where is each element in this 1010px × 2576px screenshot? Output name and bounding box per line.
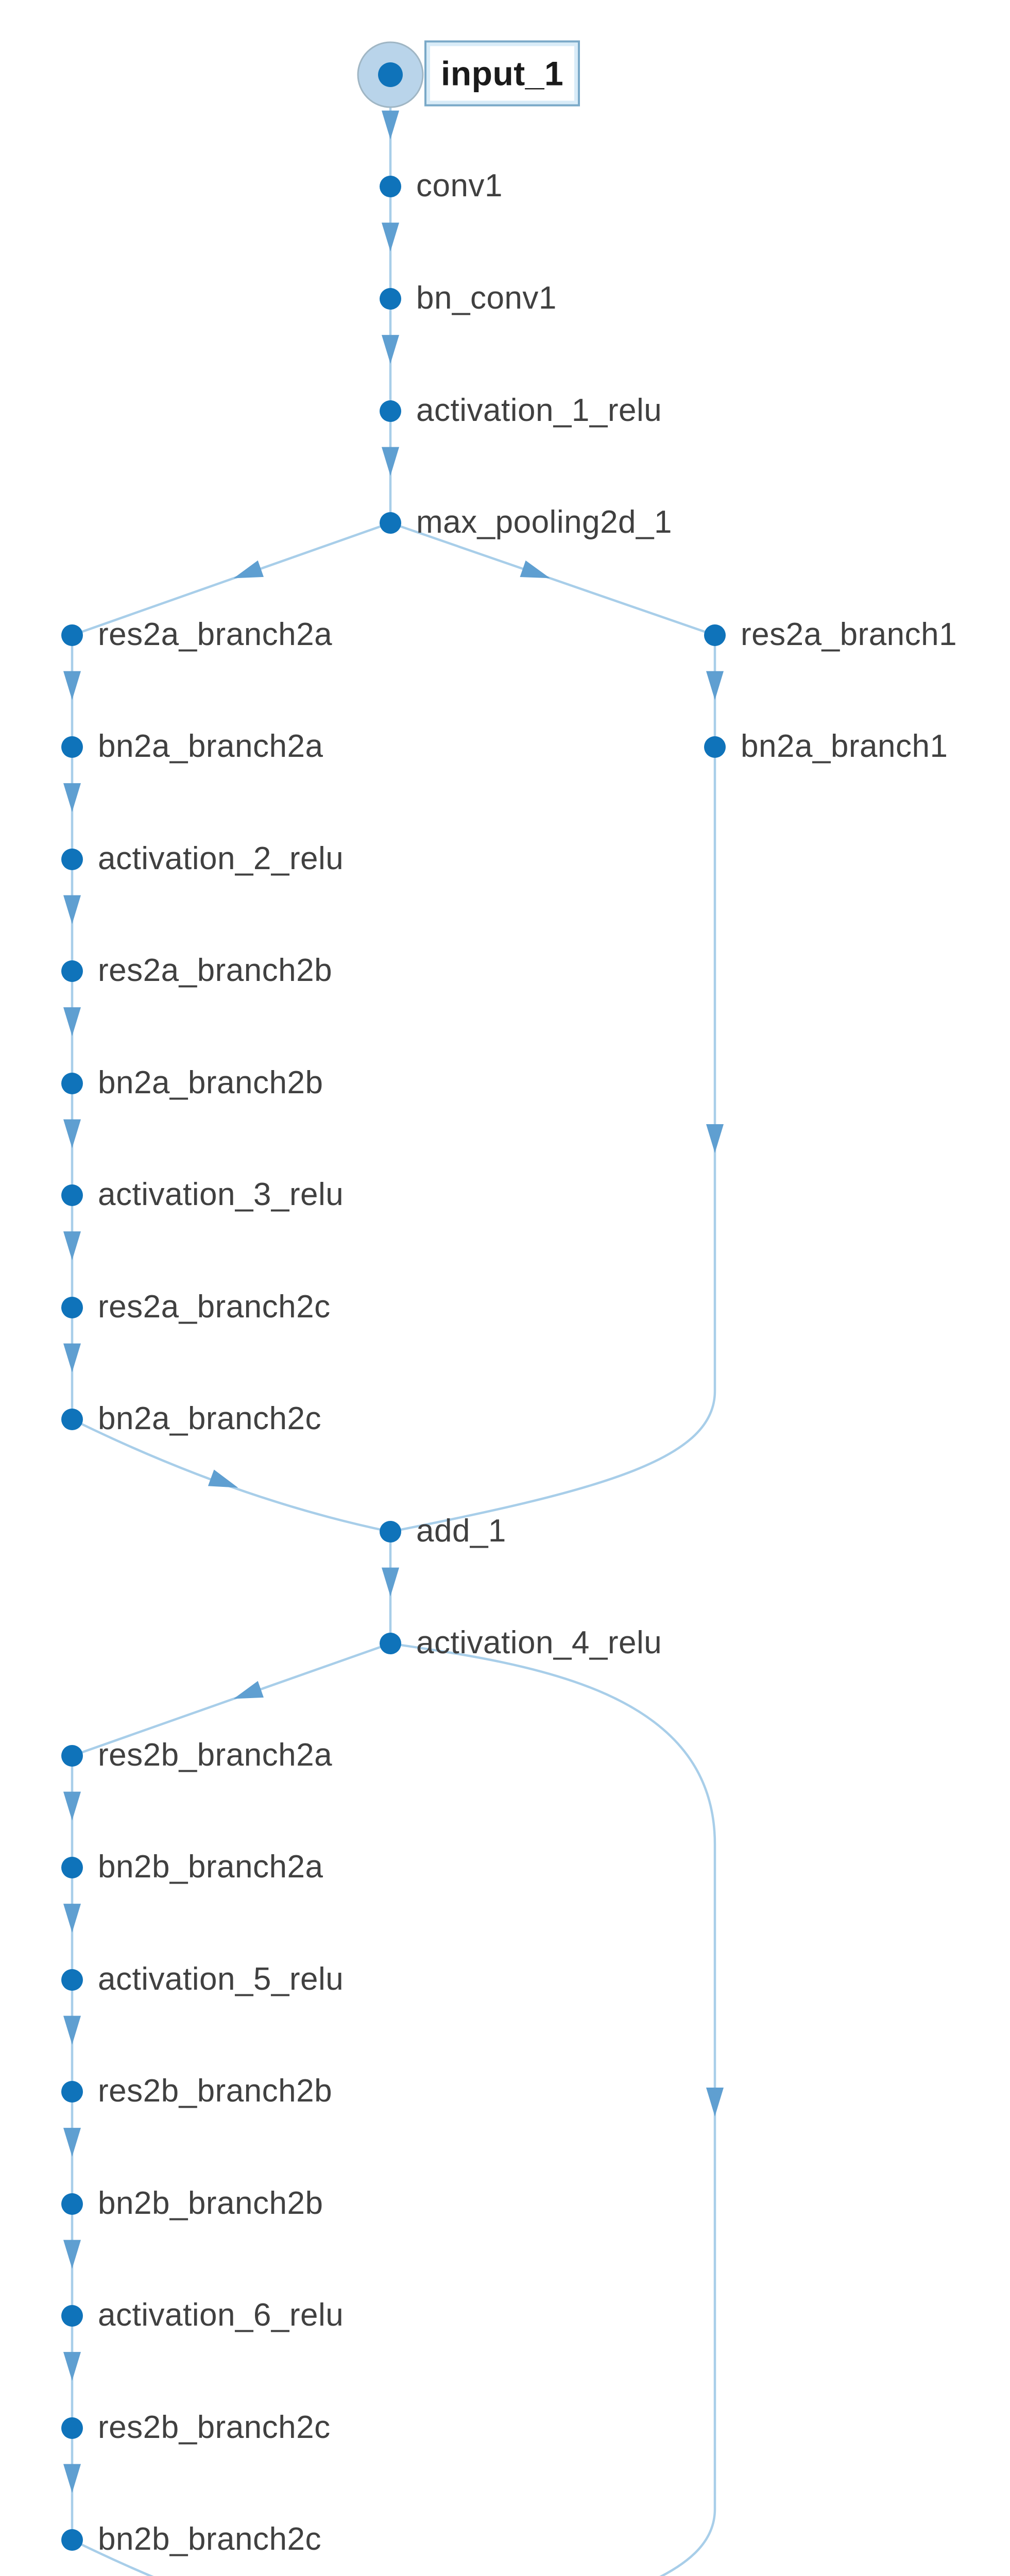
node-label-bn2a_branch1: bn2a_branch1: [741, 728, 948, 765]
arrowhead-icon: [63, 2128, 81, 2157]
arrowhead-icon: [63, 2352, 81, 2381]
arrowhead-icon: [63, 1119, 81, 1148]
node-bn2a_branch1[interactable]: [704, 736, 726, 758]
node-label-activation_4_relu: activation_4_relu: [416, 1625, 662, 1661]
node-activation_2_relu[interactable]: [61, 849, 83, 870]
arrowhead-icon: [382, 447, 399, 476]
node-label-bn2b_branch2b: bn2b_branch2b: [98, 2185, 323, 2222]
node-label-bn2a_branch2a: bn2a_branch2a: [98, 728, 323, 765]
node-res2b_branch2b[interactable]: [61, 2081, 83, 2103]
node-label-conv1: conv1: [416, 168, 503, 204]
node-label-bn2a_branch2c: bn2a_branch2c: [98, 1401, 321, 1437]
node-bn2a_branch2a[interactable]: [61, 736, 83, 758]
arrowhead-icon: [63, 1904, 81, 1933]
node-res2b_branch2c[interactable]: [61, 2417, 83, 2439]
arrowhead-icon: [382, 223, 399, 252]
node-label-bn2a_branch2b: bn2a_branch2b: [98, 1065, 323, 1101]
arrowhead-icon: [706, 1124, 724, 1153]
arrowhead-icon: [520, 560, 550, 579]
node-label-max_pooling2d_1: max_pooling2d_1: [416, 504, 672, 540]
node-max_pooling2d_1[interactable]: [380, 512, 401, 534]
node-res2a_branch1[interactable]: [704, 624, 726, 646]
arrowhead-icon: [63, 1231, 81, 1261]
arrowhead-icon: [63, 2240, 81, 2269]
node-activation_6_relu[interactable]: [61, 2305, 83, 2327]
node-conv1[interactable]: [380, 176, 401, 197]
node-label-bn_conv1: bn_conv1: [416, 280, 557, 316]
node-bn2a_branch2b[interactable]: [61, 1073, 83, 1094]
node-input_1[interactable]: [378, 62, 403, 87]
node-res2a_branch2a[interactable]: [61, 624, 83, 646]
arrowhead-icon: [63, 2464, 81, 2493]
node-label-res2a_branch2c: res2a_branch2c: [98, 1289, 331, 1325]
edge-max_pooling2d_1-res2a_branch1: [390, 521, 715, 637]
edge-bn2a_branch1-add_1: [390, 747, 716, 1533]
arrowhead-icon: [63, 1007, 81, 1037]
node-activation_4_relu[interactable]: [380, 1633, 401, 1654]
node-activation_3_relu[interactable]: [61, 1184, 83, 1206]
node-bn_conv1[interactable]: [380, 288, 401, 310]
node-label-activation_3_relu: activation_3_relu: [98, 1177, 344, 1213]
arrowhead-icon: [63, 895, 81, 924]
node-bn2a_branch2c[interactable]: [61, 1409, 83, 1430]
node-label-bn2b_branch2a: bn2b_branch2a: [98, 1849, 323, 1885]
node-label-add_1: add_1: [416, 1513, 506, 1549]
node-label-activation_5_relu: activation_5_relu: [98, 1961, 344, 1997]
arrowhead-icon: [63, 2015, 81, 2045]
edge-bn2b_branch2c-add_2: [72, 2538, 154, 2576]
edge-activation_4_relu-res2b_branch2a: [72, 1642, 391, 1757]
arrowhead-icon: [63, 1343, 81, 1372]
node-label-res2a_branch2a: res2a_branch2a: [98, 617, 333, 653]
node-label-res2a_branch1: res2a_branch1: [741, 617, 957, 653]
arrowhead-icon: [63, 671, 81, 700]
arrowhead-icon: [63, 783, 81, 812]
node-label-activation_1_relu: activation_1_relu: [416, 393, 662, 429]
node-add_1[interactable]: [380, 1521, 401, 1543]
node-res2a_branch2b[interactable]: [61, 960, 83, 982]
arrowhead-icon: [382, 335, 399, 364]
node-label-activation_6_relu: activation_6_relu: [98, 2297, 344, 2333]
arrowhead-icon: [706, 671, 724, 700]
node-bn2b_branch2a[interactable]: [61, 1857, 83, 1878]
node-res2b_branch2a[interactable]: [61, 1745, 83, 1767]
node-res2a_branch2c[interactable]: [61, 1297, 83, 1318]
arrowhead-icon: [706, 2088, 724, 2116]
edge-max_pooling2d_1-res2a_branch2a: [72, 521, 391, 637]
node-label-res2b_branch2a: res2b_branch2a: [98, 1737, 333, 1773]
node-bn2b_branch2c[interactable]: [61, 2529, 83, 2551]
node-label-res2b_branch2c: res2b_branch2c: [98, 2410, 331, 2446]
arrowhead-icon: [63, 1791, 81, 1821]
node-activation_1_relu[interactable]: [380, 400, 401, 422]
node-label-res2b_branch2b: res2b_branch2b: [98, 2073, 333, 2109]
arrowhead-icon: [208, 1469, 238, 1488]
node-label-input_1: input_1: [424, 40, 580, 107]
node-label-res2a_branch2b: res2a_branch2b: [98, 953, 333, 989]
node-bn2b_branch2b[interactable]: [61, 2193, 83, 2215]
node-activation_5_relu[interactable]: [61, 1969, 83, 1991]
edge-activation_4_relu-add_2: [390, 1642, 716, 2576]
arrowhead-icon: [382, 1567, 399, 1597]
arrowhead-icon: [233, 1681, 264, 1699]
arrowhead-icon: [233, 560, 264, 579]
node-label-bn2b_branch2c: bn2b_branch2c: [98, 2521, 321, 2557]
node-label-activation_2_relu: activation_2_relu: [98, 841, 344, 877]
arrowhead-icon: [382, 110, 399, 140]
